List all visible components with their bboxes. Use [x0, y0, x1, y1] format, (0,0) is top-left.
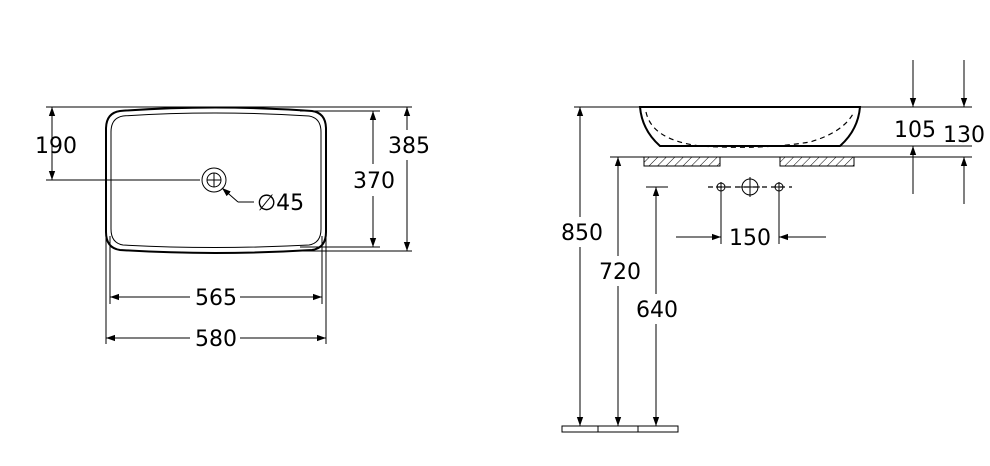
drain-leader-arrow	[221, 187, 239, 203]
dim-label-720: 720	[599, 260, 641, 285]
dim-label-105: 105	[894, 118, 936, 143]
basin-interior-dashed	[645, 111, 855, 148]
drain-symbol	[201, 167, 227, 193]
dim-label-150: 150	[729, 226, 771, 251]
dim-label-130: 130	[943, 123, 985, 148]
top-view: 190 370 385 ∅45 565 580	[35, 106, 432, 352]
dim-label-565: 565	[195, 286, 237, 311]
dim-label-diameter: ∅45	[257, 191, 304, 216]
side-view: 150 850 720 640 105 130	[558, 60, 985, 433]
basin-outer-outline	[105, 106, 327, 254]
dim-label-640: 640	[636, 298, 678, 323]
dim-label-190: 190	[35, 134, 77, 159]
dim-label-580: 580	[195, 327, 237, 352]
dim-label-370: 370	[353, 169, 395, 194]
countertop-left	[643, 156, 721, 167]
basin-inner-outline	[110, 112, 322, 248]
dim-label-850: 850	[561, 221, 603, 246]
countertop-right	[779, 156, 855, 167]
floor	[561, 425, 679, 433]
dim-label-385: 385	[388, 134, 430, 159]
fixing-holes	[708, 177, 792, 244]
